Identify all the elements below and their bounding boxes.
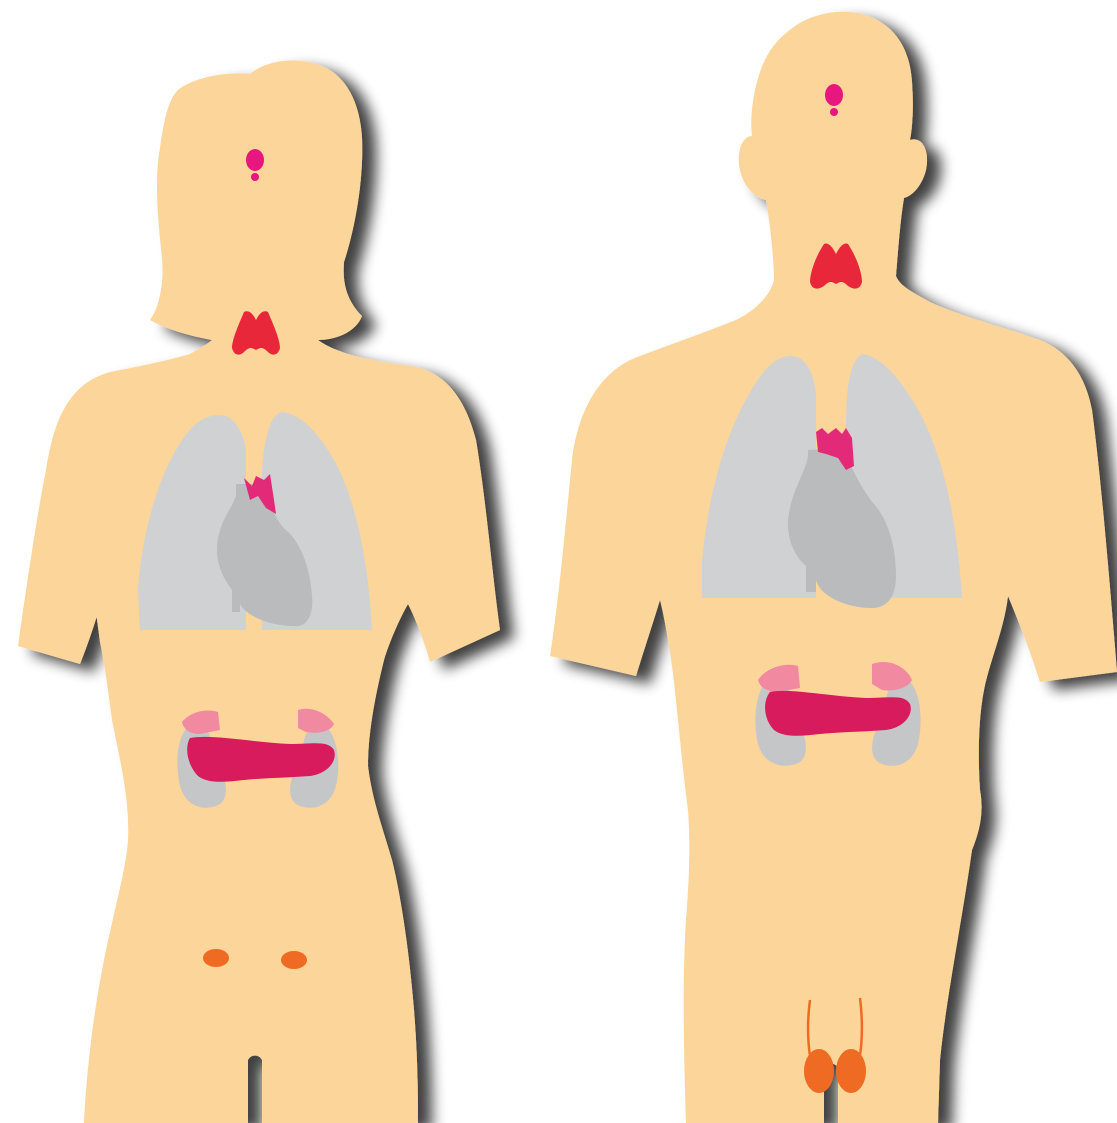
pituitary-stalk-female xyxy=(251,173,259,181)
ovary-left xyxy=(203,949,229,967)
male-figure xyxy=(550,12,1117,1123)
female-figure xyxy=(18,60,500,1123)
pituitary-male xyxy=(825,84,843,106)
testis-right xyxy=(836,1049,866,1093)
testis-left xyxy=(804,1049,834,1093)
ovary-right xyxy=(281,951,307,969)
pituitary-female xyxy=(246,149,264,171)
pancreas-male xyxy=(765,691,911,736)
pancreas-female xyxy=(187,737,335,782)
pituitary-stalk-male xyxy=(830,108,838,116)
